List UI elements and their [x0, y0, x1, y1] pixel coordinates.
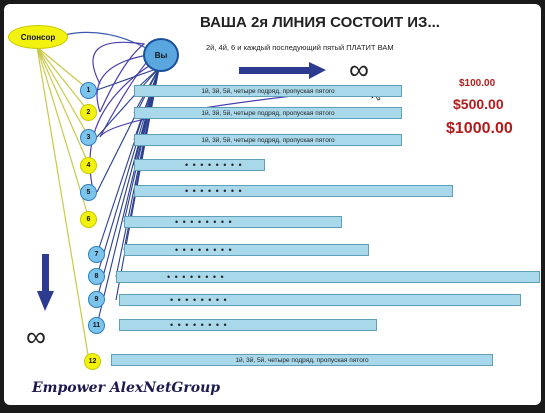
member-node: 4 — [80, 157, 97, 174]
diagram-subtitle: 2й, 4й, 6 и каждый последующий пятый ПЛА… — [206, 43, 394, 52]
connector-lines — [36, 31, 382, 362]
infinity-icon: ∞ — [349, 54, 369, 85]
sponsor-node: Спонсор — [8, 25, 68, 49]
line-bar: • • • • • • • • — [119, 294, 521, 306]
line-bar: 1й, 3й, 5й, четыре подряд, пропуская пят… — [134, 134, 402, 146]
diagram-title: ВАША 2я ЛИНИЯ СОСТОИТ ИЗ... — [200, 14, 440, 31]
infinity-icon: ∞ — [26, 321, 46, 352]
member-node: 12 — [84, 353, 101, 370]
line-bar: 1й, 3й, 5й, четыре подряд, пропуская пят… — [111, 354, 493, 366]
member-node: 3 — [80, 129, 97, 146]
member-node: 2 — [80, 104, 97, 121]
line-bar: • • • • • • • • — [119, 319, 377, 331]
member-node: 1 — [80, 82, 97, 99]
member-node: 11 — [88, 317, 105, 334]
member-node: 9 — [88, 291, 105, 308]
line-bar: • • • • • • • • — [124, 244, 369, 256]
price-label: $500.00 — [453, 96, 504, 112]
line-bar: • • • • • • • • — [124, 216, 342, 228]
line-bar: • • • • • • • • — [116, 271, 540, 283]
price-label: $1000.00 — [446, 120, 513, 137]
line-bar: • • • • • • • • — [134, 185, 453, 197]
member-node: 8 — [88, 268, 105, 285]
member-node: 7 — [88, 246, 105, 263]
you-node: Вы — [143, 38, 179, 72]
footer-brand: Empower AlexNetGroup — [32, 380, 221, 396]
diagram-canvas: ВАША 2я ЛИНИЯ СОСТОИТ ИЗ... 2й, 4й, 6 и … — [4, 4, 541, 405]
price-label: $100.00 — [459, 78, 496, 89]
line-bar: 1й, 3й, 5й, четыре подряд, пропуская пят… — [134, 107, 402, 119]
member-node: 6 — [80, 211, 97, 228]
member-node: 5 — [80, 184, 97, 201]
line-bar: 1й, 3й, 5й, четыре подряд, пропуская пят… — [134, 85, 402, 97]
line-bar: • • • • • • • • — [134, 159, 265, 171]
